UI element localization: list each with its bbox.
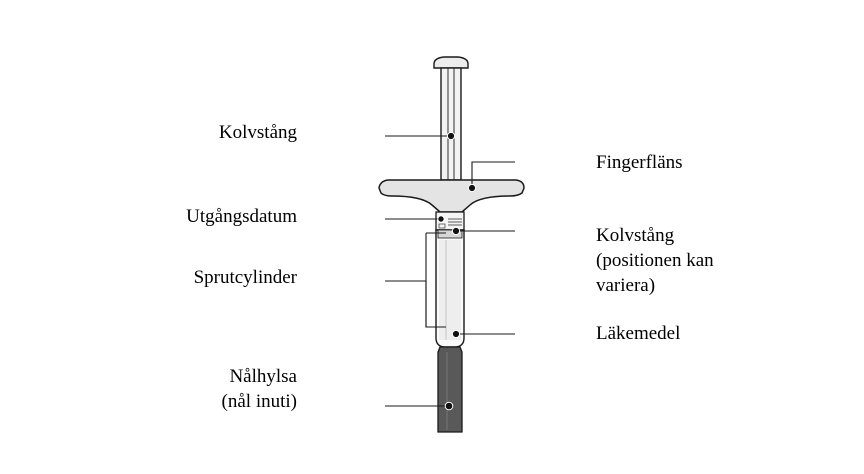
leader-lines-right	[456, 161, 515, 335]
label-syringe-barrel-text: Sprutcylinder	[193, 267, 297, 288]
plunger-rod-shaft	[440, 67, 462, 181]
dot-finger-flange	[467, 183, 477, 193]
dot-needle-cover	[444, 401, 454, 411]
syringe-barrel	[435, 229, 465, 348]
dot-medicine	[451, 329, 461, 339]
label-plunger-position-line3: variera)	[596, 275, 656, 296]
finger-flange	[378, 179, 525, 213]
label-needle-cover-line2: (nål inuti)	[221, 391, 297, 412]
label-medicine: Läkemedel	[596, 321, 796, 346]
label-needle-cover: Nålhylsa (nål inuti)	[120, 364, 297, 414]
label-finger-flange: Fingerfläns	[596, 150, 796, 175]
label-plunger-rod: Kolvstång	[140, 120, 297, 145]
needle-cover	[437, 346, 463, 433]
dot-plunger-position	[451, 226, 461, 236]
dot-expiry	[437, 215, 445, 223]
label-plunger-rod-text: Kolvstång	[218, 122, 297, 143]
dot-plunger-rod	[446, 131, 456, 141]
plunger-rod-head	[433, 56, 469, 69]
leader-finger-flange	[471, 161, 515, 188]
label-plunger-position-line2: (positionen kan	[596, 250, 714, 271]
label-syringe-barrel: Sprutcylinder	[120, 265, 297, 290]
label-needle-cover-line1: Nålhylsa	[229, 366, 297, 387]
label-plunger-position-line1: Kolvstång	[596, 225, 675, 246]
label-expiry-date: Utgångsdatum	[120, 204, 297, 229]
label-medicine-text: Läkemedel	[596, 323, 681, 344]
pointer-dots	[437, 131, 477, 411]
leader-lines-left	[385, 135, 451, 407]
label-finger-flange-text: Fingerfläns	[596, 152, 683, 173]
label-plunger-position: Kolvstång (positionen kan variera)	[596, 223, 816, 298]
label-expiry-date-text: Utgångsdatum	[186, 206, 297, 227]
